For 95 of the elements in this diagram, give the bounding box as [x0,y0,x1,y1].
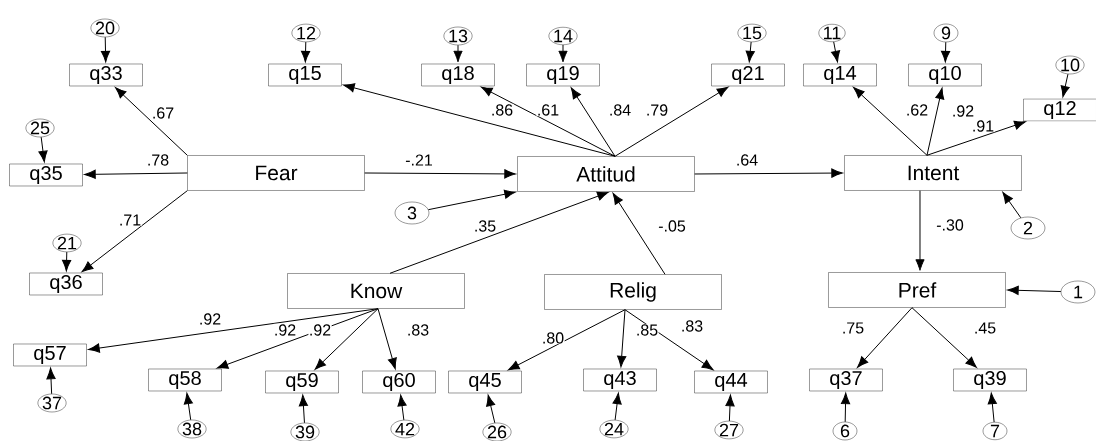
arrow [612,392,622,421]
indicator-box: q58 [148,368,222,392]
edge-label: .64 [735,153,759,167]
edge-label: .35 [473,219,497,233]
indicator-box: q10 [908,63,982,87]
arrow [624,309,714,371]
indicator-box: q45 [448,370,522,394]
arrow [343,83,616,157]
edge-label: .45 [973,321,997,335]
arrow [1007,285,1062,295]
arrow [614,86,729,157]
edge-label: .91 [971,119,995,133]
indicator-box: q59 [265,370,339,394]
construct-box: Intent [844,155,1022,191]
indicator-box: q19 [526,63,600,87]
indicator-box: q60 [362,370,436,394]
arrow [183,392,193,421]
indicator-box: q43 [583,368,657,392]
arrow [926,87,945,156]
arrow [84,169,188,179]
construct-box: Attitud [517,156,695,192]
arrow [314,308,379,370]
indicator-box: q15 [268,63,342,87]
construct-box: Pref [828,272,1006,308]
indicator-box: q57 [13,343,87,367]
indicator-box: q14 [803,63,877,87]
edge-label: -.05 [657,219,687,233]
arrow [300,41,311,63]
arrow [216,308,379,369]
edge-label: .79 [645,103,669,117]
edge-label: -.21 [404,153,434,167]
arrow [853,87,928,156]
arrow [377,308,397,370]
arrow [298,394,309,424]
arrow [617,309,627,368]
arrow [88,308,379,353]
edge-label: .83 [680,319,704,333]
indicator-box: q35 [9,163,83,187]
edge-label: .80 [541,331,565,345]
indicator-box: q18 [421,63,495,87]
indicator-box: q21 [711,63,785,87]
arrow [612,192,666,275]
construct-box: Relig [544,274,722,310]
arrow [100,36,111,63]
arrow [507,309,626,371]
arrow [115,87,188,156]
arrow [486,394,496,424]
arrow [453,44,463,63]
arrow [831,41,841,63]
arrow [911,307,977,368]
indicator-box: q33 [69,63,143,87]
indicator-box: q44 [694,370,768,394]
edge-label: .85 [635,323,659,337]
arrow [725,394,735,422]
arrow [840,392,851,423]
arrow [694,168,843,178]
arrow [857,307,913,368]
edge-label: .75 [841,321,865,335]
edge-label: .78 [146,153,170,167]
arrow [940,41,951,63]
indicator-box: q37 [809,368,883,392]
edge-label: .92 [951,104,975,118]
arrow [480,86,616,157]
arrow [558,44,568,63]
arrow [397,394,407,421]
arrow [570,87,616,157]
arrow [61,251,72,272]
arrow [38,136,48,163]
arrow [389,191,609,274]
edge-label: .92 [308,323,332,337]
edge-label: .92 [198,312,222,326]
edge-label: .67 [151,106,175,120]
arrow [1060,73,1070,98]
construct-box: Know [287,273,465,309]
arrow [1002,191,1022,219]
arrow [81,190,188,273]
arrow [745,41,755,63]
edge-label: .92 [273,323,297,337]
indicator-box: q39 [953,368,1027,392]
indicator-box: q12 [1023,98,1096,122]
indicator-box: q36 [29,272,103,296]
edge-label: .62 [905,103,929,117]
edge-label: .83 [406,323,430,337]
arrow [46,367,56,395]
edge-label: .84 [608,103,632,117]
construct-box: Fear [187,155,365,191]
edge-label: -.30 [935,218,965,232]
arrow [915,190,925,271]
edge-label: .86 [490,103,514,117]
arrow [364,169,516,179]
arrow [987,392,997,423]
edge-label: .71 [118,214,142,226]
edge-label: .61 [536,103,560,117]
arrow [926,120,1026,156]
arrow [427,189,516,211]
